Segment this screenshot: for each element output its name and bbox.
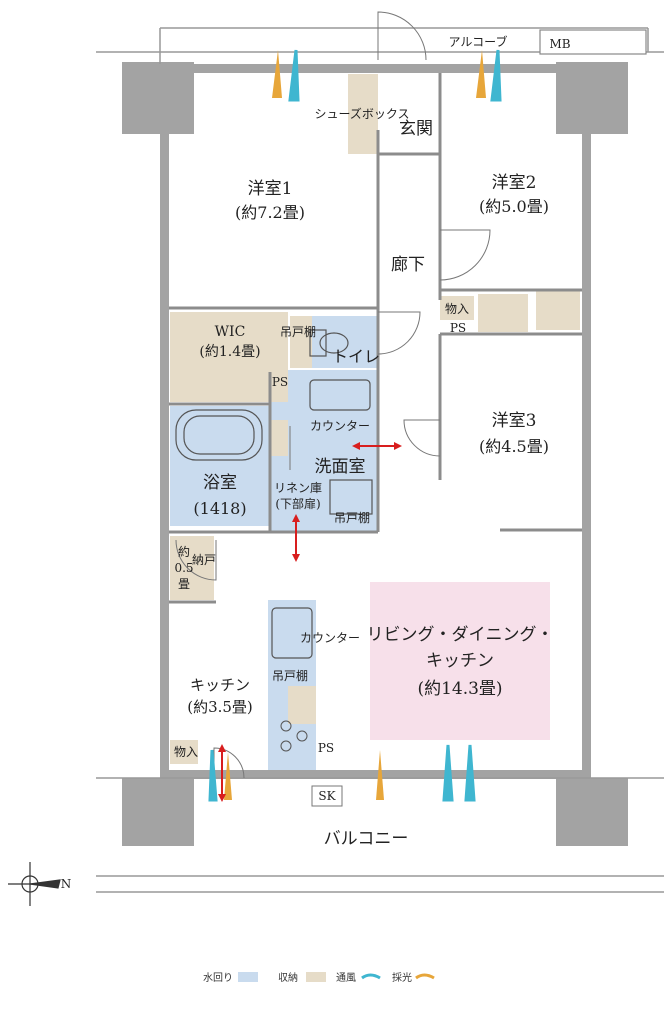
bath-name: 浴室 — [203, 473, 237, 493]
legend-ventilation: 通風 — [336, 972, 356, 984]
storage-areas — [170, 74, 580, 764]
tsuridana-wash-label: 吊戸棚 — [334, 510, 370, 525]
washbasin — [309, 379, 371, 411]
legend-water-swatch — [238, 972, 258, 982]
sk-label: SK — [318, 789, 336, 803]
shoes-box-label: シューズボックス — [314, 106, 409, 121]
legend-storage-swatch — [306, 972, 326, 982]
ldk-highlight — [370, 582, 550, 740]
hallway-label: 廊下 — [391, 255, 425, 275]
washer — [329, 479, 373, 515]
kitchen-sink — [271, 607, 313, 659]
western1-size: (約7.2畳) — [235, 203, 305, 222]
storage-label: 納戸 — [192, 553, 216, 567]
legend-storage: 収納 — [278, 971, 298, 984]
western3-size: (約4.5畳) — [479, 437, 549, 456]
ps-kitchen-label: PS — [318, 741, 334, 755]
legend-water: 水回り — [203, 972, 233, 984]
tsuridana-kitchen-label: 吊戸棚 — [272, 668, 308, 683]
daylight-markers — [224, 50, 486, 800]
ldk-line1: リビング・ダイニング・ — [367, 625, 554, 645]
legend-daylight: 採光 — [392, 971, 412, 984]
kitchen-name: キッチン — [190, 676, 250, 694]
linen-line1: リネン庫 — [274, 481, 322, 495]
counter-wash-label: カウンター — [310, 419, 370, 433]
kitchen-size: (約3.5畳) — [187, 698, 253, 716]
stove — [280, 720, 308, 752]
ps-label: PS — [450, 321, 466, 335]
storage-line1: 約 — [178, 544, 190, 559]
storage-line3: 畳 — [178, 577, 190, 591]
alcove-label: アルコーブ — [449, 34, 508, 49]
interior-walls — [169, 73, 582, 604]
bath-size: (1418) — [193, 499, 246, 518]
mb-label: MB — [549, 37, 570, 51]
western2-size: (約5.0畳) — [479, 197, 549, 216]
toilet-fixture — [309, 329, 349, 357]
ldk-line2: キッチン — [426, 651, 494, 671]
ventilation-markers — [208, 49, 502, 802]
ps-wash-label: PS — [272, 375, 288, 389]
western1-name: 洋室1 — [248, 179, 293, 199]
legend-ventilation-icon — [361, 973, 381, 980]
storage-line2: 0.5 — [174, 561, 193, 575]
wic-size: (約1.4畳) — [199, 344, 260, 360]
tsuridana-toilet-label: 吊戸棚 — [280, 324, 316, 339]
washroom-label: 洗面室 — [315, 457, 366, 477]
counter-kitchen-label: カウンター — [300, 631, 360, 645]
doors — [175, 11, 491, 779]
wic-name: WIC — [215, 324, 246, 340]
western3-name: 洋室3 — [492, 411, 537, 431]
toilet-label: トイレ — [332, 347, 380, 366]
legend-daylight-icon — [415, 973, 435, 980]
ldk-size: (約14.3畳) — [417, 679, 502, 699]
monoire-bottom-label: 物入 — [174, 745, 198, 759]
entrance-label: 玄関 — [399, 119, 433, 139]
bathtub — [175, 409, 263, 461]
compass-north: N — [61, 877, 72, 891]
monoire-label: 物入 — [445, 302, 469, 316]
sk-box — [311, 785, 343, 807]
exterior-walls — [122, 62, 628, 846]
western2-name: 洋室2 — [492, 173, 537, 193]
flow-arrows — [218, 442, 402, 802]
compass-icon — [8, 862, 61, 906]
mb-box — [539, 29, 647, 55]
linen-line2: (下部扉) — [275, 496, 320, 511]
balcony-label: バルコニー — [324, 829, 409, 849]
